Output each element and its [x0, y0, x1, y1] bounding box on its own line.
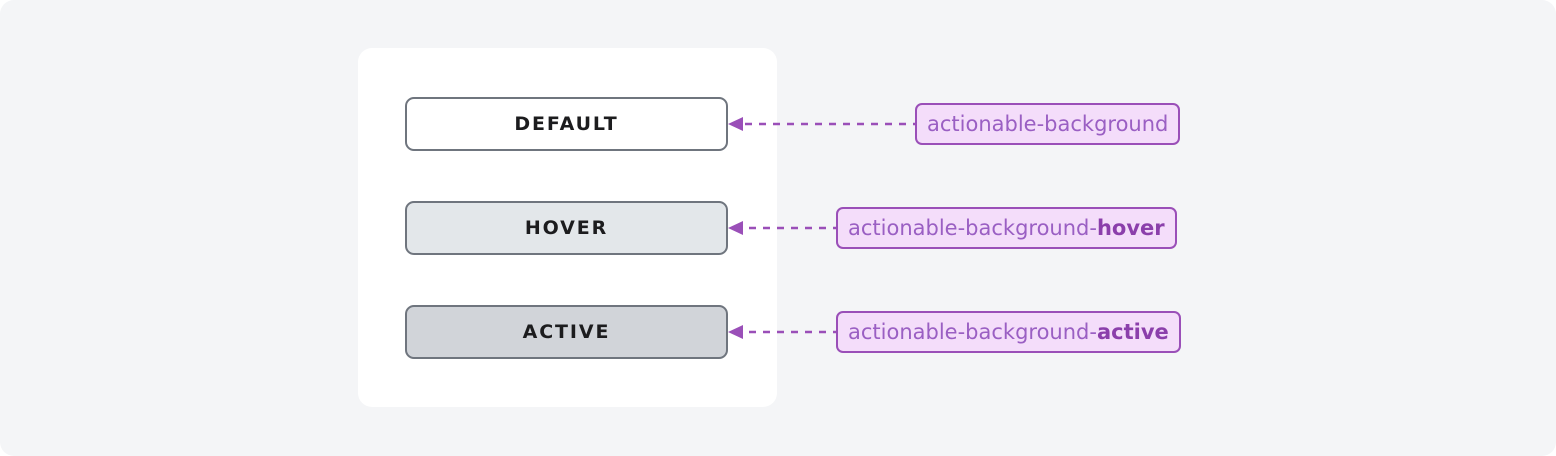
token-pill-active-suffix: active	[1096, 319, 1169, 344]
state-button-hover[interactable]: HOVER	[405, 201, 728, 255]
state-button-hover-label: HOVER	[524, 216, 609, 239]
token-pill-default-text: actionable-background	[927, 111, 1169, 136]
state-button-active-label: ACTIVE	[522, 320, 611, 343]
token-pill-hover-text: actionable-background-	[848, 215, 1097, 240]
token-pill-hover-suffix: hover	[1096, 215, 1165, 240]
state-button-active[interactable]: ACTIVE	[405, 305, 728, 359]
state-button-default-label: DEFAULT	[514, 112, 619, 135]
state-button-default[interactable]: DEFAULT	[405, 97, 728, 151]
token-pill-hover[interactable]: actionable-background-hover	[836, 207, 1177, 249]
token-pill-active-text: actionable-background-	[848, 319, 1097, 344]
token-pill-active[interactable]: actionable-background-active	[836, 311, 1181, 353]
token-pill-default[interactable]: actionable-background	[915, 103, 1181, 145]
